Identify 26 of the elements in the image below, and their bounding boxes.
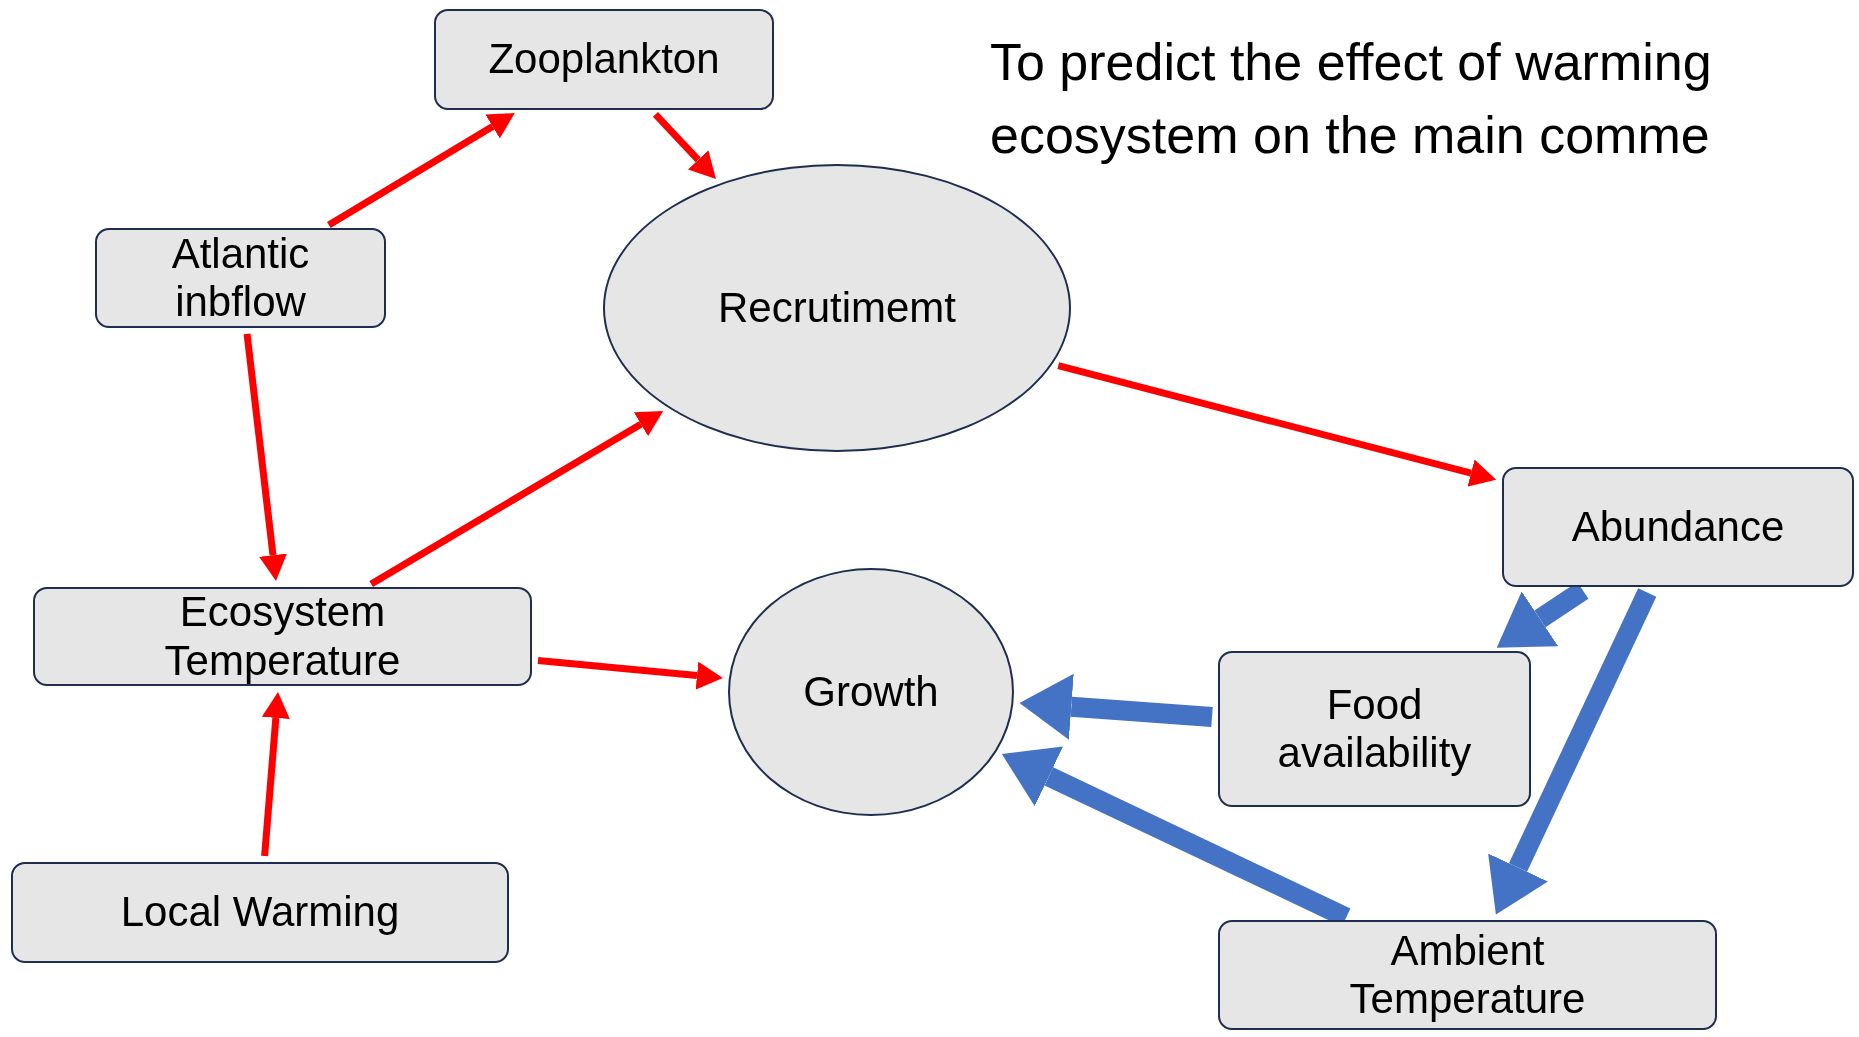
node-label: Atlantic inbflow [170,229,311,327]
process-box [434,9,774,110]
arrow [1488,588,1657,915]
node-label: Local Warming [120,888,400,937]
process-box [1502,467,1854,587]
node-label: Ecosystem Temperature [163,588,402,685]
arrow [1057,362,1497,487]
process-box [1218,651,1531,807]
process-box [33,587,532,686]
arrow [369,410,664,587]
arrow [327,113,515,228]
arrow [261,692,290,857]
process-box [95,228,386,328]
arrow [1019,673,1213,740]
process-box [11,862,509,963]
node-label: Ambient Temperature [1348,926,1587,1024]
node-label: Recrutimemt [717,283,956,333]
arrow [243,333,287,582]
node-label: Zooplankton [488,35,720,84]
arrow [652,112,716,179]
node-label: Growth [803,667,939,717]
arrow [537,657,723,690]
title: To predict the effect of warming ecosystem on the main comme [990,32,1713,166]
node-label: Food availability [1276,680,1473,778]
node-label: Abundance [1571,502,1785,552]
process-box [1218,920,1717,1030]
